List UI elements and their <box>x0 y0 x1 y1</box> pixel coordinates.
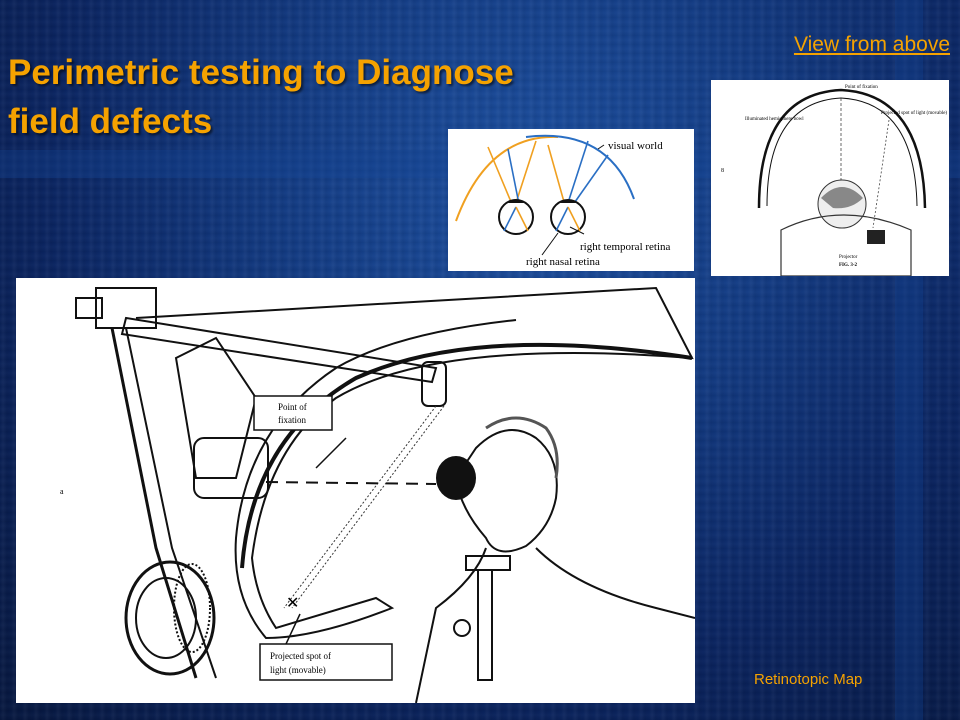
fig-caption: FIG. 3-2 <box>839 263 858 268</box>
hemisphere-bowl <box>757 88 927 209</box>
projected-pointer <box>285 613 301 645</box>
projection-ray <box>291 405 445 609</box>
fixation-line <box>265 481 437 485</box>
ray <box>503 206 517 232</box>
ray <box>569 154 609 210</box>
label-projector: Projector <box>839 255 858 260</box>
motor-housing <box>193 437 269 499</box>
chin-rest-knob <box>453 619 471 637</box>
label-projected-spot-1: Projected spot of <box>270 651 331 661</box>
ray <box>515 206 529 232</box>
blue-arc <box>525 134 635 200</box>
pointer-line <box>569 226 585 235</box>
shoulders <box>780 214 912 276</box>
stand-pole-2 <box>125 327 217 679</box>
ray <box>507 148 521 210</box>
perimeter-bowl <box>135 286 694 640</box>
right-pupil <box>560 200 576 203</box>
subject-neck <box>415 547 487 703</box>
pointer-line <box>541 232 559 256</box>
chin-rest <box>465 555 511 571</box>
eye-diagram-svg: visual world right temporal retina right… <box>455 134 671 268</box>
fixation-label-box <box>253 395 333 431</box>
ray <box>487 146 515 210</box>
stand-pole <box>110 327 198 679</box>
subject-hair <box>485 416 559 479</box>
ray <box>565 140 589 210</box>
label-projected-spot: Projected spot of light (movable) <box>881 111 947 116</box>
pointer-line <box>597 144 605 150</box>
projection-ray <box>283 405 437 609</box>
left-pupil <box>508 200 524 203</box>
perimeter-svg: ✕ Point of fixation Projected spot of li… <box>60 286 695 703</box>
left-eye <box>498 199 534 235</box>
label-right-temporal-retina: right temporal retina <box>580 241 671 253</box>
ray <box>567 206 581 232</box>
ray <box>547 144 567 210</box>
orange-arc <box>455 135 559 222</box>
label-right-nasal-retina: right nasal retina <box>526 256 600 268</box>
eye-patch <box>436 456 476 500</box>
right-eye <box>550 199 586 235</box>
eye-diagram: visual world right temporal retina right… <box>448 129 694 271</box>
subject-shoulder <box>535 547 695 619</box>
top-view-diagram: Illuminated hemisphere bowl Point of fix… <box>711 80 949 276</box>
chin-rest-post <box>477 569 493 681</box>
ray <box>555 206 569 232</box>
footer-text: Retinotopic Map <box>754 671 863 688</box>
label-visual-world: visual world <box>608 140 663 152</box>
label-projected-spot-2: light (movable) <box>270 665 326 675</box>
view-from-above-link[interactable]: View from above <box>793 33 950 56</box>
slide-title: Perimetric testing to Diagnose field def… <box>8 48 648 146</box>
subject-head <box>454 429 558 553</box>
arm-joint <box>174 336 258 479</box>
projected-label-box <box>259 643 393 681</box>
title-line-1: Perimetric testing to Diagnose <box>8 53 514 92</box>
projector-head <box>421 361 447 407</box>
page-mark: 8 <box>721 168 724 174</box>
wheel-outer <box>124 560 216 676</box>
title-line-2: field defects <box>8 102 213 141</box>
arm-knob <box>75 297 103 319</box>
label-point-of-fixation-1: Point of <box>278 402 307 412</box>
hair <box>821 187 863 209</box>
fixation-pointer <box>315 437 347 469</box>
projector-box <box>867 230 885 244</box>
top-view-svg: Illuminated hemisphere bowl Point of fix… <box>721 85 947 276</box>
projection-line <box>872 119 890 229</box>
wheel-teeth <box>173 563 211 653</box>
bowl-rim <box>240 342 693 569</box>
perimeter-diagram: ✕ Point of fixation Projected spot of li… <box>16 278 695 703</box>
label-point-of-fixation: Point of fixation <box>845 85 878 90</box>
arm-bar <box>120 316 438 384</box>
wheel-inner <box>135 577 197 659</box>
light-spot: ✕ <box>286 595 299 612</box>
label-bowl: Illuminated hemisphere bowl <box>745 117 804 122</box>
page-mark: a <box>60 487 64 496</box>
label-point-of-fixation-2: fixation <box>278 415 306 425</box>
